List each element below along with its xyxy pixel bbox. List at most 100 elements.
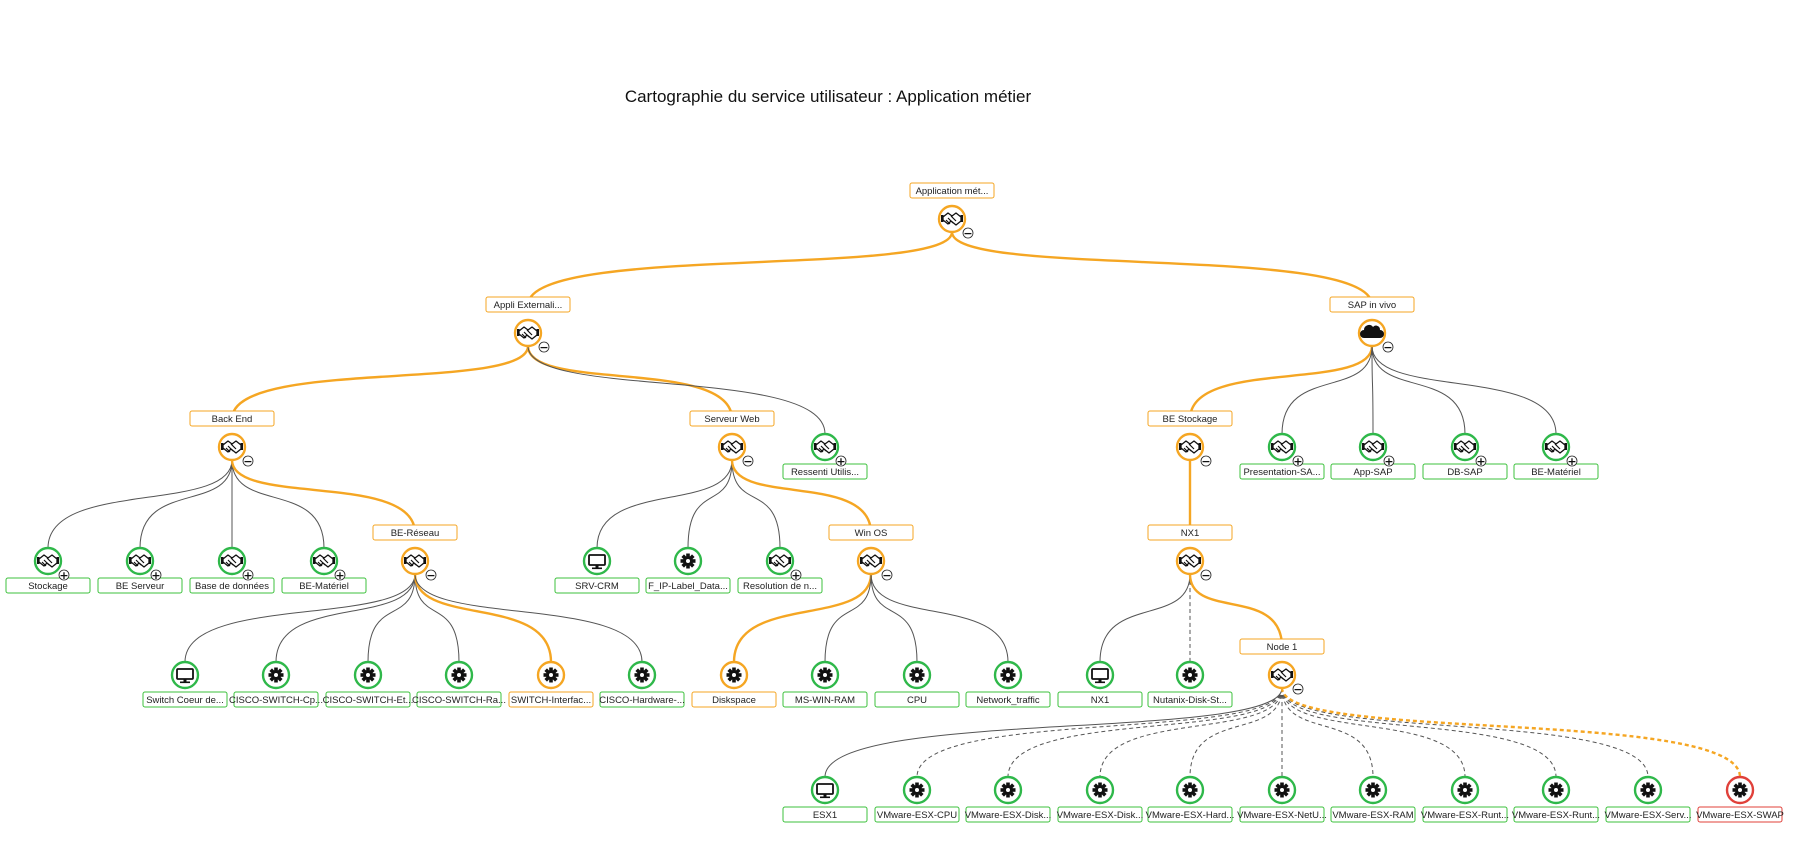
node-beserveur[interactable]: BE Serveur+ bbox=[97, 546, 183, 594]
node-sap[interactable]: SAP in vivo− bbox=[1329, 296, 1415, 354]
node-mswinram[interactable]: MS-WIN-RAM bbox=[782, 660, 868, 708]
node-label-box bbox=[1147, 691, 1233, 708]
node-vmram[interactable]: VMware-ESX-RAM bbox=[1330, 775, 1416, 823]
collapse-toggle[interactable]: − bbox=[962, 227, 974, 240]
edge-node1-vmrunt2 bbox=[1281, 687, 1557, 778]
node-root[interactable]: Application mét...− bbox=[909, 182, 995, 240]
node-basedonnees[interactable]: Base de données+ bbox=[189, 546, 275, 594]
collapse-toggle[interactable]: − bbox=[1292, 683, 1304, 696]
expand-toggle[interactable]: + bbox=[1383, 455, 1395, 468]
node-label: CPU bbox=[907, 695, 927, 706]
node-dbsap[interactable]: DB-SAP+ bbox=[1422, 432, 1508, 480]
node-backend[interactable]: Back End− bbox=[189, 410, 275, 468]
node-appsap[interactable]: App-SAP+ bbox=[1330, 432, 1416, 480]
node-label: Node 1 bbox=[1267, 642, 1298, 653]
node-nx1host[interactable]: NX1 bbox=[1057, 660, 1143, 708]
node-resolution[interactable]: Resolution de n...+ bbox=[737, 546, 823, 594]
node-cpu[interactable]: CPU bbox=[874, 660, 960, 708]
node-label: SWITCH-Interfac... bbox=[511, 695, 591, 706]
node-presentation[interactable]: Presentation-SA...+ bbox=[1239, 432, 1325, 480]
handshake-icon bbox=[1179, 554, 1201, 568]
node-ressenti[interactable]: Ressenti Utilis...+ bbox=[782, 432, 868, 480]
node-label-box bbox=[691, 691, 777, 708]
node-bematsap[interactable]: BE-Matériel+ bbox=[1513, 432, 1599, 480]
node-vmrunt1[interactable]: VMware-ESX-Runt... bbox=[1421, 775, 1509, 823]
collapse-toggle[interactable]: − bbox=[742, 455, 754, 468]
node-bestockage[interactable]: BE Stockage− bbox=[1147, 410, 1233, 468]
node-vmrunt2[interactable]: VMware-ESX-Runt... bbox=[1512, 775, 1600, 823]
expand-toggle[interactable]: + bbox=[150, 569, 162, 582]
page-title: Cartographie du service utilisateur : Ap… bbox=[624, 87, 1032, 106]
svg-text:+: + bbox=[151, 569, 160, 582]
handshake-icon bbox=[517, 326, 539, 340]
node-vmswap[interactable]: VMware-ESX-SWAP bbox=[1696, 775, 1784, 823]
edge-serveurweb-srvcrm bbox=[596, 459, 733, 549]
node-nettraffic[interactable]: Network_traffic bbox=[965, 660, 1051, 708]
gear-icon bbox=[451, 667, 467, 683]
node-serveurweb[interactable]: Serveur Web− bbox=[689, 410, 775, 468]
node-nx1[interactable]: NX1− bbox=[1147, 524, 1233, 582]
node-vmdisk2[interactable]: VMware-ESX-Disk... bbox=[1057, 775, 1144, 823]
collapse-toggle[interactable]: − bbox=[242, 455, 254, 468]
node-nutanixdisk[interactable]: Nutanix-Disk-St... bbox=[1147, 660, 1233, 708]
node-esx1[interactable]: ESX1 bbox=[782, 775, 868, 823]
handshake-icon bbox=[404, 554, 426, 568]
node-ciscora[interactable]: CISCO-SWITCH-Ra... bbox=[412, 660, 506, 708]
expand-toggle[interactable]: + bbox=[835, 455, 847, 468]
edge-sap-bestockage bbox=[1188, 345, 1374, 420]
edge-sap-appsap bbox=[1371, 345, 1374, 435]
node-vmdisk1[interactable]: VMware-ESX-Disk... bbox=[965, 775, 1052, 823]
node-node1[interactable]: Node 1 − bbox=[1239, 638, 1325, 696]
node-appext[interactable]: Appli Externali...− bbox=[485, 296, 571, 354]
gear-icon bbox=[1640, 782, 1656, 798]
node-label: Nutanix-Disk-St... bbox=[1153, 695, 1227, 706]
expand-toggle[interactable]: + bbox=[1292, 455, 1304, 468]
node-label-box bbox=[1239, 638, 1325, 655]
node-label-box bbox=[1057, 691, 1143, 708]
node-label-box bbox=[828, 524, 914, 541]
expand-toggle[interactable]: + bbox=[790, 569, 802, 582]
svg-text:+: + bbox=[791, 569, 800, 582]
node-label: Diskspace bbox=[712, 695, 756, 706]
collapse-toggle[interactable]: − bbox=[425, 569, 437, 582]
node-ciscohw[interactable]: CISCO-Hardware-... bbox=[599, 660, 685, 708]
node-vmnet[interactable]: VMware-ESX-NetU... bbox=[1237, 775, 1327, 823]
collapse-toggle[interactable]: − bbox=[1200, 569, 1212, 582]
edge-winos-cpu bbox=[870, 573, 918, 663]
edge-bereseau-switchcoeur bbox=[184, 573, 416, 663]
collapse-toggle[interactable]: − bbox=[881, 569, 893, 582]
node-label-box bbox=[599, 691, 685, 708]
node-label: VMware-ESX-SWAP bbox=[1696, 810, 1784, 821]
node-fiplabel[interactable]: F_IP-Label_Data... bbox=[645, 546, 731, 594]
expand-toggle[interactable]: + bbox=[242, 569, 254, 582]
svg-text:−: − bbox=[743, 455, 752, 468]
node-switchinterf[interactable]: SWITCH-Interfac... bbox=[508, 660, 594, 708]
collapse-toggle[interactable]: − bbox=[1382, 341, 1394, 354]
expand-toggle[interactable]: + bbox=[1475, 455, 1487, 468]
edge-sap-presentation bbox=[1281, 345, 1373, 435]
node-vmserv[interactable]: VMware-ESX-Serv... bbox=[1605, 775, 1692, 823]
node-label-box bbox=[189, 577, 275, 594]
node-stockage[interactable]: Stockage+ bbox=[5, 546, 91, 594]
collapse-toggle[interactable]: − bbox=[538, 341, 550, 354]
node-vmcpu[interactable]: VMware-ESX-CPU bbox=[874, 775, 960, 823]
node-ciscocp[interactable]: CISCO-SWITCH-Cp... bbox=[229, 660, 323, 708]
node-label-box bbox=[1513, 806, 1599, 823]
node-ciscoet[interactable]: CISCO-SWITCH-Et... bbox=[323, 660, 414, 708]
node-vmhard[interactable]: VMware-ESX-Hard... bbox=[1146, 775, 1235, 823]
node-label-box bbox=[1422, 806, 1508, 823]
node-bemateriel[interactable]: BE-Matériel+ bbox=[281, 546, 367, 594]
node-label-box bbox=[1330, 463, 1416, 480]
expand-toggle[interactable]: + bbox=[58, 569, 70, 582]
expand-toggle[interactable]: + bbox=[1566, 455, 1578, 468]
node-label: F_IP-Label_Data... bbox=[648, 581, 728, 592]
edge-node1-vmrunt1 bbox=[1281, 687, 1466, 778]
node-switchcoeur[interactable]: Switch Coeur de... bbox=[142, 660, 228, 708]
expand-toggle[interactable]: + bbox=[334, 569, 346, 582]
node-bereseau[interactable]: BE-Réseau− bbox=[372, 524, 458, 582]
collapse-toggle[interactable]: − bbox=[1200, 455, 1212, 468]
node-srvcrm[interactable]: SRV-CRM bbox=[554, 546, 640, 594]
node-winos[interactable]: Win OS− bbox=[828, 524, 914, 582]
node-diskspace[interactable]: Diskspace bbox=[691, 660, 777, 708]
